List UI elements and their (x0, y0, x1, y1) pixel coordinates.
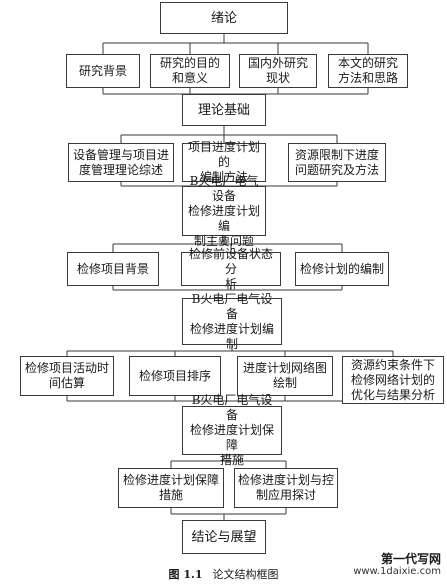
research-purpose-box: 研究的目的 和意义 (150, 54, 230, 88)
watermark-url: www.1daixie.com (353, 566, 441, 577)
plan-compile-box: 检修计划的编制 (295, 252, 389, 286)
figure-title: 论文结构框图 (212, 568, 279, 581)
figure-caption: 图 1.1 论文结构框图 (0, 566, 447, 582)
project-background-box: 检修项目背景 (67, 252, 159, 286)
plan-method-box: 项目进度计划的 编制方法 (182, 140, 266, 184)
duration-estimate-box: 检修项目活动时 间估算 (20, 356, 114, 396)
literature-review-box: 国内外研究 现状 (239, 54, 317, 88)
schedule-compile-box: B火电厂电气设备 检修进度计划编制 (182, 292, 282, 351)
watermark-brand: 第一代写网 (380, 552, 441, 566)
theory-basis-box: 理论基础 (182, 94, 266, 126)
conclusion-box: 结论与展望 (182, 520, 266, 554)
schedule-control-box: 检修进度计划与控 制应用探讨 (234, 468, 338, 508)
main-problem-box: B火电厂电气设备 检修进度计划编 制主要问题 (182, 174, 266, 248)
research-background-box: 研究背景 (66, 54, 140, 88)
project-sequence-box: 检修项目排序 (129, 356, 221, 396)
network-diagram-box: 进度计划网络图 绘制 (237, 356, 333, 396)
management-theory-box: 设备管理与项目进 度管理理论综述 (68, 143, 174, 182)
schedule-measures-box: 检修进度计划保障 措施 (118, 468, 224, 508)
figure-number: 图 1.1 (168, 568, 203, 581)
resource-constraint-box: 资源限制下进度 问题研究及方法 (288, 143, 386, 182)
optimization-box: 资源约束条件下 检修网络计划的 优化与结果分析 (342, 356, 444, 404)
equipment-state-box: 检修前设备状态分 析 (181, 247, 281, 291)
guarantee-measures-box: B火电厂电气设备 检修进度计划保障 措施 (182, 393, 282, 467)
research-method-box: 本文的研究 方法和思路 (328, 54, 408, 88)
intro-box: 绪论 (160, 2, 288, 34)
